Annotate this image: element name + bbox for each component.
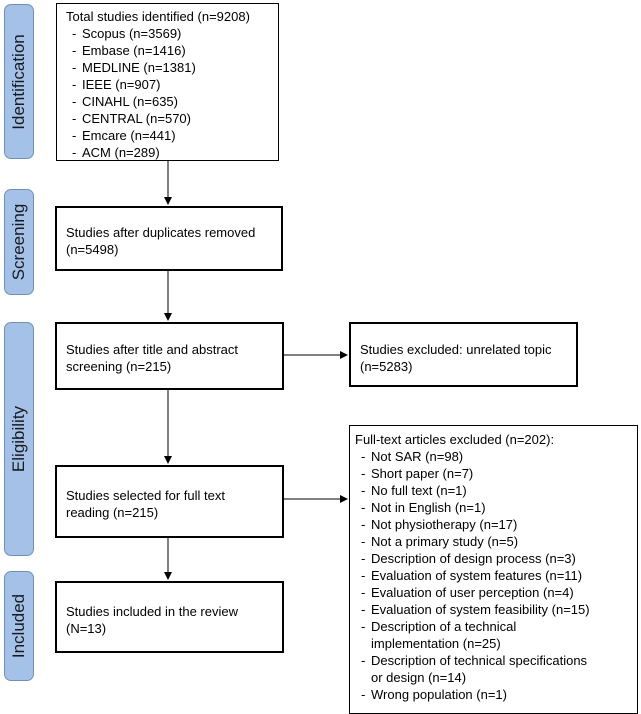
source-item: CINAHL (n=635)	[66, 93, 278, 110]
source-item: ACM (n=289)	[66, 144, 278, 161]
excluded-topic-line2: (n=5283)	[360, 359, 413, 374]
exclusion-reason-line: or design (n=14)	[371, 670, 467, 685]
exclusion-reason: Not in English (n=1)	[355, 499, 637, 516]
source-item: Emcare (n=441)	[66, 127, 278, 144]
exclusion-reason-line: Description of technical specifications	[371, 653, 588, 668]
exclusion-reason: Not SAR (n=98)	[355, 448, 637, 465]
fulltext-excluded-box: Full-text articles excluded (n=202): Not…	[349, 425, 638, 714]
abstract-line1: Studies after title and abstract	[66, 342, 238, 357]
exclusion-reason: Short paper (n=7)	[355, 465, 637, 482]
excluded-topic-line1: Studies excluded: unrelated topic	[360, 342, 552, 357]
exclusion-reason-list: Not SAR (n=98) Short paper (n=7) No full…	[355, 448, 637, 703]
exclusion-reason-technical-specs: Description of technical specifications …	[355, 652, 637, 686]
fulltext-line2: reading (n=215)	[66, 505, 159, 520]
exclusion-reason: Evaluation of user perception (n=4)	[355, 584, 637, 601]
exclusion-reason: Evaluation of system feasibility (n=15)	[355, 601, 637, 618]
included-line1: Studies included in the review	[66, 604, 238, 619]
stage-screening: Screening	[4, 189, 34, 295]
screening-line1: Studies after duplicates removed	[66, 225, 256, 240]
fulltext-excluded-title: Full-text articles excluded (n=202):	[355, 432, 555, 447]
exclusion-reason: Not a primary study (n=5)	[355, 533, 637, 550]
exclusion-reason: No full text (n=1)	[355, 482, 637, 499]
abstract-line2: screening (n=215)	[66, 359, 172, 374]
exclusion-reason: Wrong population (n=1)	[355, 686, 637, 703]
source-item: MEDLINE (n=1381)	[66, 59, 278, 76]
screening-line2: (n=5498)	[66, 242, 119, 257]
included-line2: (N=13)	[66, 621, 107, 636]
stage-identification: Identification	[4, 4, 34, 159]
identified-box: Total studies identified (n=9208) Scopus…	[56, 3, 279, 161]
exclusion-reason: Not physiotherapy (n=17)	[355, 516, 637, 533]
source-item: CENTRAL (n=570)	[66, 110, 278, 127]
identified-title: Total studies identified (n=9208)	[66, 9, 250, 24]
exclusion-reason: Description of design process (n=3)	[355, 550, 637, 567]
source-item: Embase (n=1416)	[66, 42, 278, 59]
stage-eligibility: Eligibility	[4, 322, 34, 556]
source-list: Scopus (n=3569) Embase (n=1416) MEDLINE …	[66, 25, 278, 161]
stage-included: Included	[4, 571, 34, 681]
fulltext-box: Studies selected for full text reading (…	[55, 465, 284, 538]
excluded-topic-box: Studies excluded: unrelated topic (n=528…	[349, 322, 578, 387]
source-item: Scopus (n=3569)	[66, 25, 278, 42]
exclusion-reason-line: Description of a technical	[371, 619, 517, 634]
exclusion-reason-technical-implementation: Description of a technical implementatio…	[355, 618, 637, 652]
fulltext-line1: Studies selected for full text	[66, 488, 225, 503]
abstract-screening-box: Studies after title and abstract screeni…	[55, 322, 284, 390]
source-item: IEEE (n=907)	[66, 76, 278, 93]
screening-box: Studies after duplicates removed (n=5498…	[55, 206, 283, 271]
included-box: Studies included in the review (N=13)	[55, 581, 284, 653]
exclusion-reason-line: implementation (n=25)	[371, 636, 501, 651]
exclusion-reason: Evaluation of system features (n=11)	[355, 567, 637, 584]
